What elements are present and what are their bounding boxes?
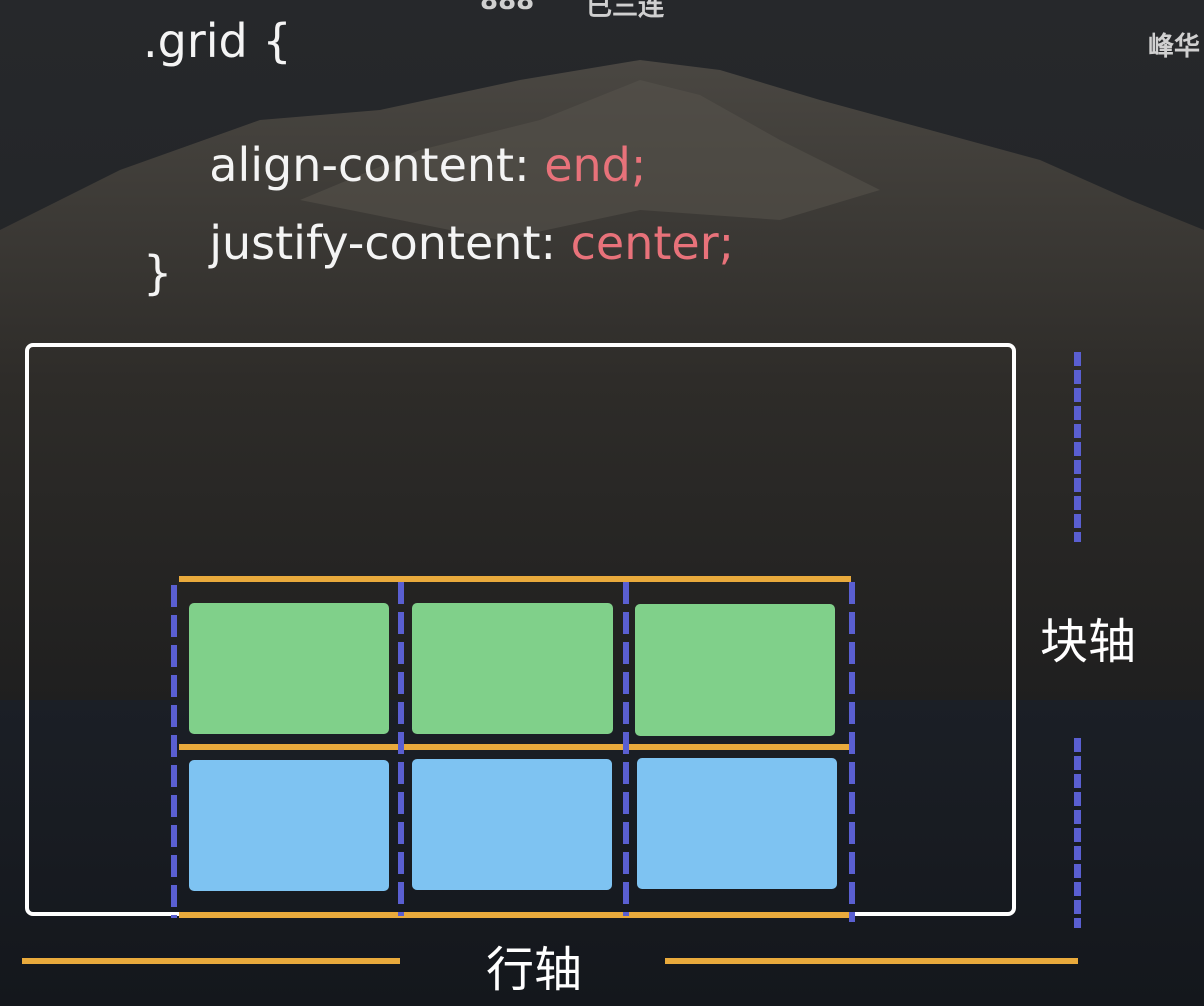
justify-content-value: center;: [570, 216, 735, 270]
top-fragment-right: 峰华: [1148, 32, 1201, 62]
column-line-4: [849, 582, 855, 922]
column-line-1: [171, 585, 177, 918]
code-line-selector: .grid {: [143, 14, 292, 68]
row-track-line-middle: [179, 744, 851, 750]
column-line-3: [623, 582, 629, 916]
row-track-line-bottom: [179, 912, 851, 918]
grid-item-r2c1: [189, 760, 389, 891]
grid-item-r2c3: [637, 758, 837, 889]
grid-item-r1c1: [189, 603, 389, 734]
inline-axis-line-right: [665, 958, 1078, 964]
top-fragment-middle: 已三连: [586, 0, 665, 22]
grid-item-r1c3: [635, 604, 835, 736]
top-fragment-left: 888: [480, 0, 535, 16]
code-line-justify-content: justify-content: center;: [180, 174, 734, 266]
code-line-close-brace: }: [143, 246, 173, 300]
block-axis-line-top: [1074, 352, 1081, 542]
grid-item-r2c2: [412, 759, 612, 890]
grid-item-r1c2: [412, 603, 613, 734]
align-content-property: align-content:: [209, 138, 530, 192]
block-axis-line-bottom: [1074, 738, 1081, 928]
justify-content-property: justify-content:: [209, 216, 556, 270]
column-line-2: [398, 582, 404, 916]
inline-axis-line-left: [22, 958, 400, 964]
row-track-line-top: [179, 576, 851, 582]
code-line-align-content: align-content: end;: [180, 96, 646, 188]
align-content-value: end;: [544, 138, 647, 192]
block-axis-label: 块轴: [1040, 614, 1137, 670]
inline-axis-label: 行轴: [486, 942, 583, 998]
